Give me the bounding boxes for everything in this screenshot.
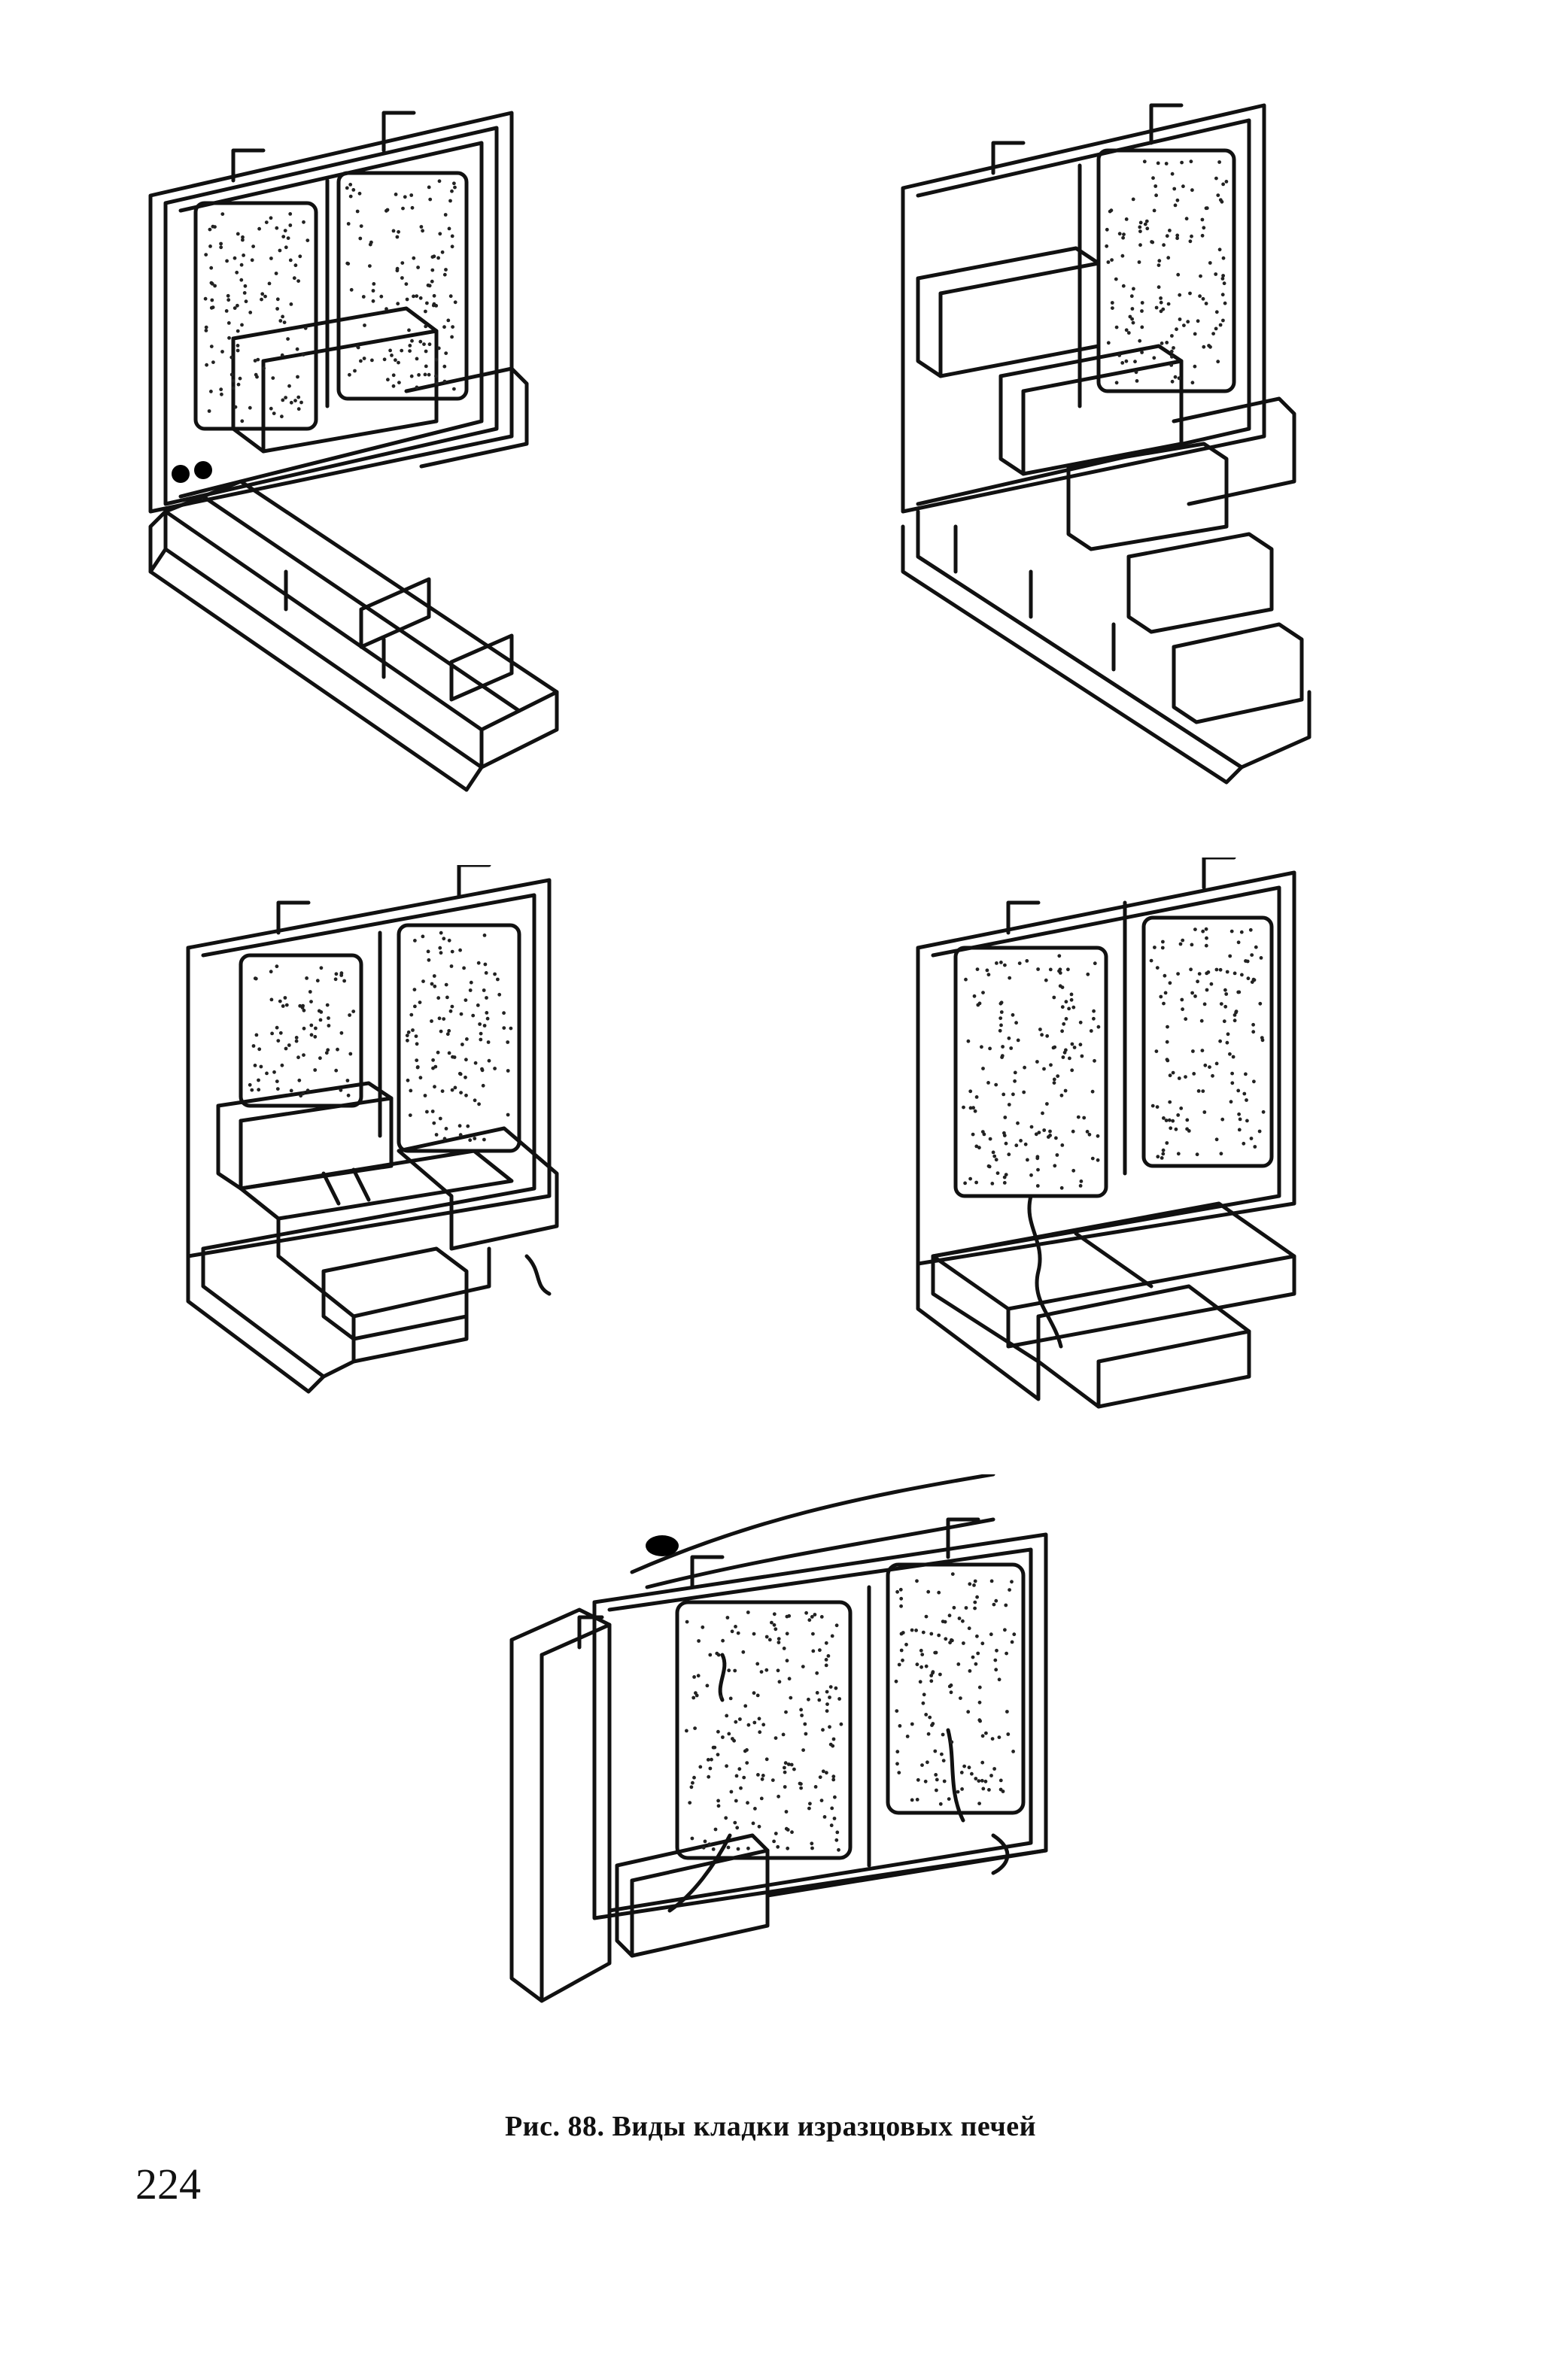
- figure-caption: Рис. 88. Виды кладки изразцовых печей: [504, 2111, 1037, 2142]
- page-number: 224: [135, 2160, 201, 2208]
- masonry-drawing-3: [173, 865, 670, 1444]
- masonry-drawing-4: [903, 858, 1400, 1437]
- masonry-drawing-1: [135, 90, 632, 812]
- masonry-drawing-2: [888, 75, 1384, 812]
- masonry-drawing-5: [467, 1474, 1084, 2016]
